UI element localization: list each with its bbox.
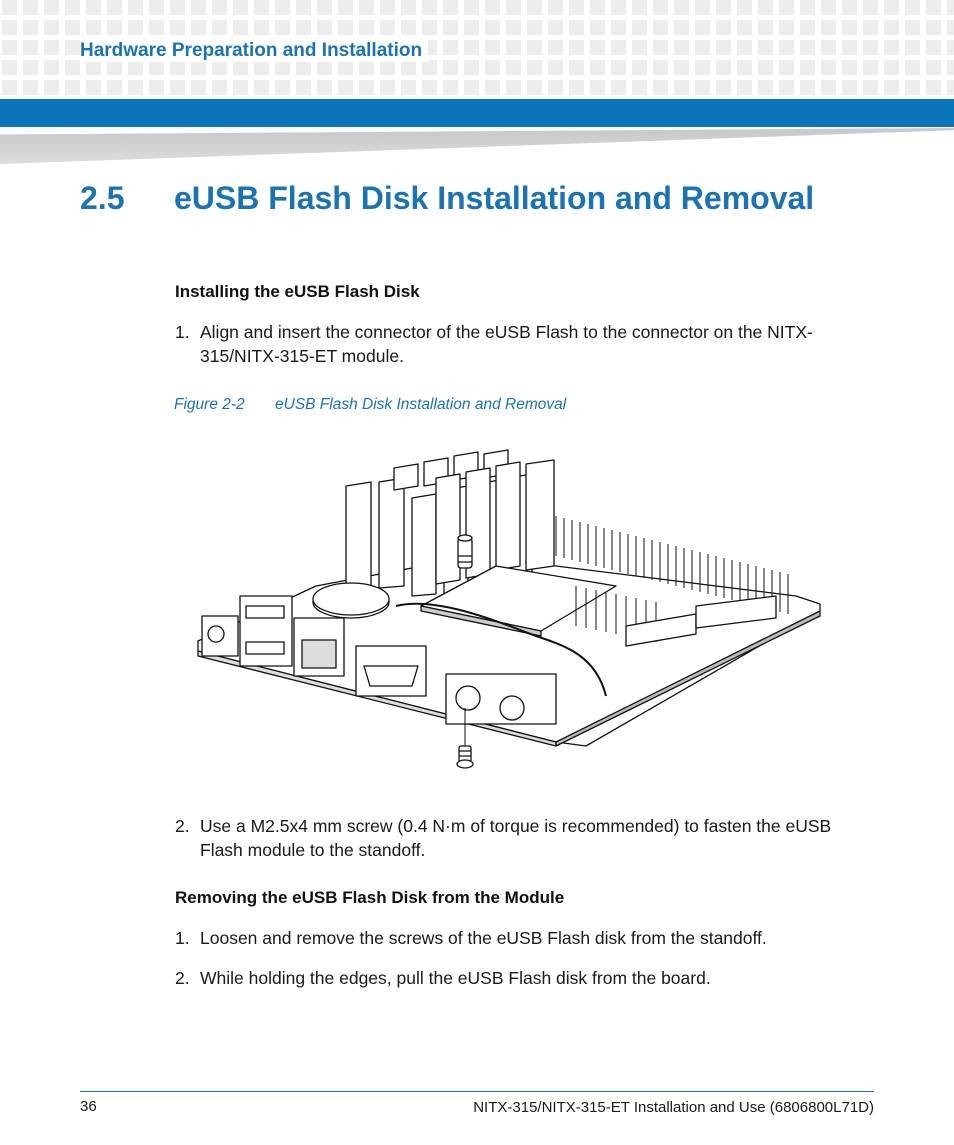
step-text: Align and insert the connector of the eU…: [200, 322, 813, 366]
footer-rule: [80, 1091, 874, 1092]
header-blue-bar: [0, 99, 954, 127]
page-number: 36: [80, 1098, 97, 1115]
step-number: 2.: [175, 968, 190, 988]
figure-caption: Figure 2-2 eUSB Flash Disk Installation …: [174, 396, 566, 414]
install-step-1: 1. Align and insert the connector of the…: [175, 320, 865, 368]
figure-label: Figure 2-2: [174, 396, 245, 413]
screw-bottom: [456, 745, 474, 769]
install-step-2: 2. Use a M2.5x4 mm screw (0.4 N·m of tor…: [175, 814, 865, 862]
step-text: While holding the edges, pull the eUSB F…: [200, 968, 711, 988]
remove-step-2: 2. While holding the edges, pull the eUS…: [175, 966, 865, 990]
step-text: Loosen and remove the screws of the eUSB…: [200, 928, 767, 948]
step-number: 1.: [175, 928, 190, 948]
figure-title: eUSB Flash Disk Installation and Removal: [275, 396, 567, 413]
side-connector: [625, 613, 697, 647]
heatsink: [345, 449, 555, 597]
board-illustration: [197, 449, 821, 769]
section-title: eUSB Flash Disk Installation and Removal: [174, 180, 815, 216]
section-number: 2.5: [80, 180, 125, 216]
step-number: 1.: [175, 322, 190, 342]
footer-document-title: NITX-315/NITX-315-ET Installation and Us…: [473, 1099, 874, 1116]
cable: [395, 602, 607, 697]
running-header: Hardware Preparation and Installation: [80, 40, 429, 62]
remove-heading: Removing the eUSB Flash Disk from the Mo…: [175, 888, 565, 907]
header-gray-wedge: [0, 128, 954, 164]
step-number: 2.: [175, 816, 190, 836]
step-text: Use a M2.5x4 mm screw (0.4 N·m of torque…: [200, 816, 832, 860]
remove-step-1: 1. Loosen and remove the screws of the e…: [175, 926, 865, 950]
install-heading: Installing the eUSB Flash Disk: [175, 282, 420, 301]
screw-top: [457, 537, 473, 569]
